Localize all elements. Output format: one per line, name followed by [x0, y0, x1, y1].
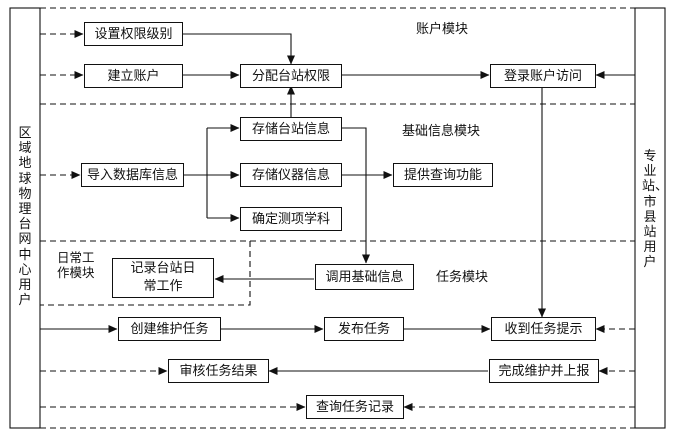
create-maintenance-task-box: 创建维护任务 — [118, 317, 221, 341]
basic-info-module-label: 基础信息模块 — [402, 124, 481, 139]
publish-task-box: 发布任务 — [324, 317, 404, 341]
determine-subject-box: 确定测项学科 — [240, 207, 342, 231]
daily-work-module-label: 日常工作模块 — [57, 250, 95, 280]
receive-task-notice-box: 收到任务提示 — [491, 317, 596, 341]
task-module-label: 任务模块 — [436, 270, 489, 285]
record-daily-work-box: 记录台站日常工作 — [112, 258, 214, 298]
query-task-record-box: 查询任务记录 — [306, 395, 404, 419]
review-task-result-box: 审核任务结果 — [168, 359, 269, 383]
complete-and-report-box: 完成维护并上报 — [489, 359, 599, 383]
store-station-info-box: 存储台站信息 — [240, 117, 342, 141]
right-user-bar — [634, 7, 666, 429]
store-instrument-info-box: 存储仪器信息 — [240, 163, 342, 187]
left-user-label: 区域地球物理台网中心用户 — [18, 126, 32, 309]
right-user-label: 专业站、市县站用户 — [642, 149, 669, 271]
set-permission-box: 设置权限级别 — [84, 22, 183, 46]
call-basic-info-box: 调用基础信息 — [315, 264, 414, 290]
daily-work-region — [40, 241, 251, 306]
left-user-bar — [9, 7, 41, 429]
assign-station-permission-box: 分配台站权限 — [240, 64, 342, 88]
login-account-box: 登录账户访问 — [490, 64, 596, 88]
account-module-label: 账户模块 — [416, 22, 469, 37]
import-database-box: 导入数据库信息 — [81, 163, 184, 187]
provide-query-box: 提供查询功能 — [393, 163, 493, 187]
create-account-box: 建立账户 — [84, 64, 183, 88]
